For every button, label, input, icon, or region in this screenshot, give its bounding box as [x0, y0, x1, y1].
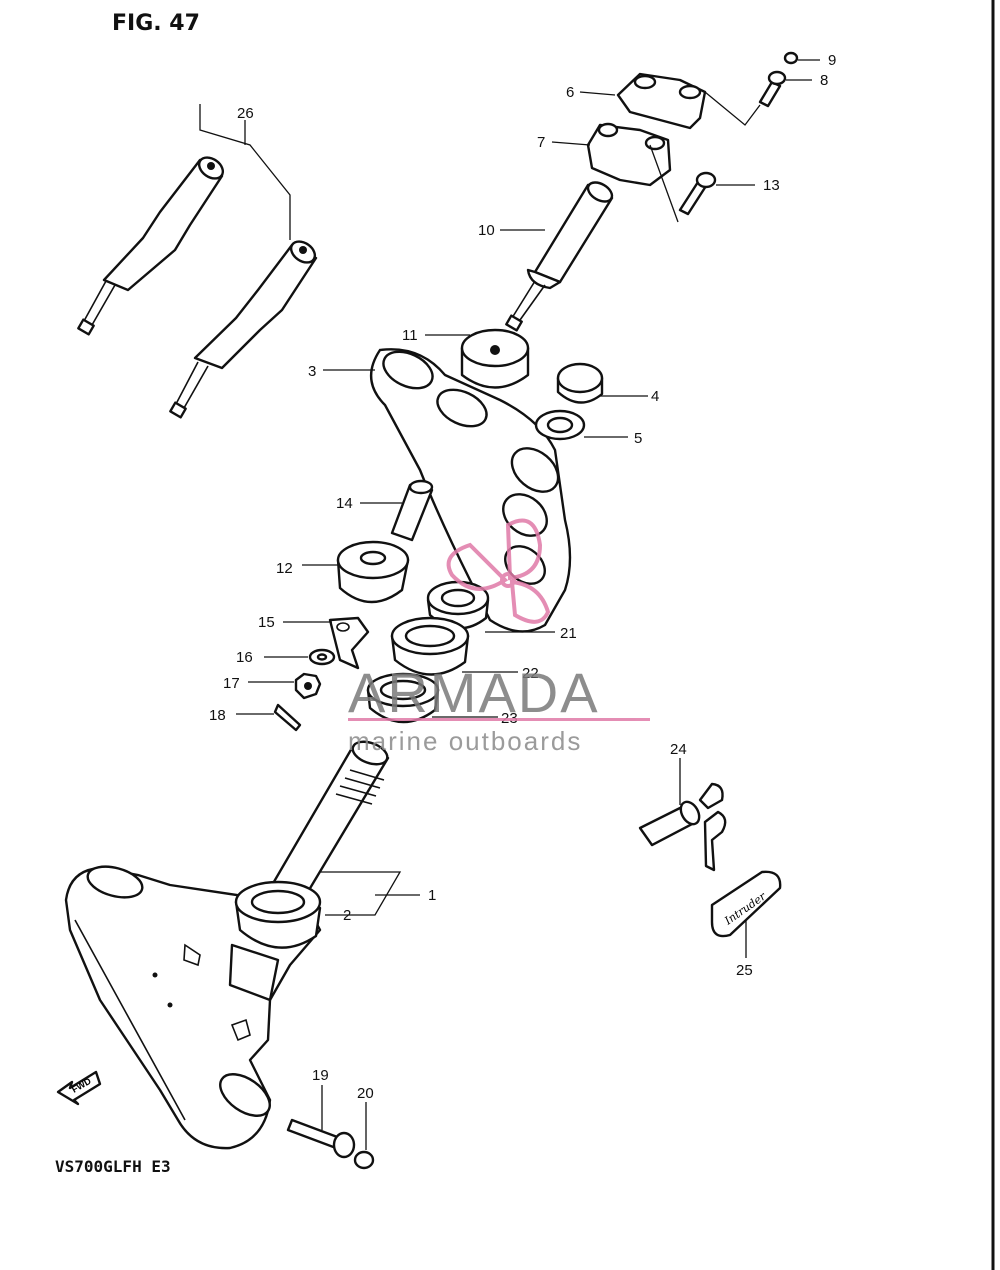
- fwd-arrow: FWD: [56, 1070, 102, 1106]
- part-25-emblem: Intruder: [710, 870, 782, 958]
- callout-6: 6: [566, 84, 574, 101]
- leader-7: [551, 141, 591, 146]
- callout-22: 22: [522, 665, 539, 682]
- part-18-cotter-pin: [273, 703, 302, 732]
- callout-26: 26: [237, 105, 254, 122]
- part-17-nut: [294, 672, 322, 700]
- part-24-ignition-switch: [638, 758, 727, 872]
- callout-25: 25: [736, 962, 753, 979]
- part-2-stem-bearing: [234, 880, 322, 949]
- part-26-handlebars: [77, 104, 318, 419]
- part-10-riser: [505, 181, 614, 332]
- callout-7: 7: [537, 134, 545, 151]
- model-code: VS700GLFH E3: [55, 1157, 171, 1176]
- callout-5: 5: [634, 430, 642, 447]
- callout-20: 20: [357, 1085, 374, 1102]
- part-4-cap: [556, 362, 604, 404]
- part-19-bolt: [286, 1085, 356, 1159]
- part-22-bearing: [390, 616, 470, 676]
- part-11-bushing: [460, 328, 530, 389]
- callout-17: 17: [223, 675, 240, 692]
- part-12-bushing: [336, 540, 410, 604]
- callout-3: 3: [308, 363, 316, 380]
- callout-19: 19: [312, 1067, 329, 1084]
- watermark-brand: ARMADA: [348, 661, 600, 724]
- leader-6: [579, 91, 616, 96]
- part-16-washer: [308, 648, 336, 666]
- part-14-pin: [390, 479, 434, 542]
- part-13-bolt: [649, 144, 755, 223]
- callout-8: 8: [820, 72, 828, 89]
- watermark-rule: [348, 718, 650, 721]
- callout-4: 4: [651, 388, 659, 405]
- callout-1: 1: [428, 887, 436, 904]
- callout-10: 10: [478, 222, 495, 239]
- part-5-washer: [534, 409, 586, 441]
- part-6-clamp-upper: [616, 72, 707, 130]
- callout-14: 14: [336, 495, 353, 512]
- callout-13: 13: [763, 177, 780, 194]
- callout-12: 12: [276, 560, 293, 577]
- part-23-race: [366, 672, 440, 724]
- callout-21: 21: [560, 625, 577, 642]
- callout-18: 18: [209, 707, 226, 724]
- part-15-bracket: [328, 616, 370, 670]
- part-1-steering-stem: [64, 740, 390, 1150]
- watermark-tagline: marine outboards: [348, 726, 582, 756]
- part-3-upper-bracket: [369, 348, 572, 633]
- callout-2: 2: [343, 907, 351, 924]
- callout-11: 11: [402, 327, 418, 344]
- part-9-washer: [783, 51, 799, 65]
- watermark: ARMADA marine outboards: [348, 518, 650, 756]
- figure-title: FIG. 47: [112, 11, 200, 36]
- callout-16: 16: [236, 649, 253, 666]
- part-20-cap-nut: [353, 1102, 375, 1170]
- part-7-clamp-lower: [586, 122, 672, 187]
- callout-15: 15: [258, 614, 275, 631]
- propeller-logo-icon: [446, 518, 551, 624]
- callout-24: 24: [670, 741, 687, 758]
- part-8-bolt: [704, 70, 812, 126]
- leader-1-2: [320, 871, 402, 916]
- callout-9: 9: [828, 52, 836, 69]
